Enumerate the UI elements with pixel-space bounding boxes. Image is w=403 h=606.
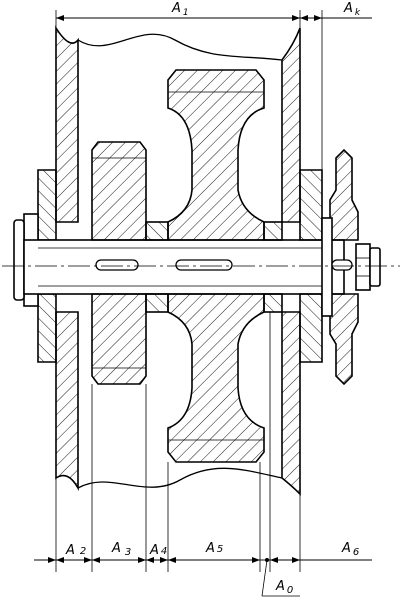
leader-A0 [261, 559, 268, 597]
break-line-top [77, 33, 283, 61]
break-line-bottom [77, 467, 283, 489]
large-gear [167, 69, 265, 463]
right-cover [299, 169, 323, 363]
small-gear [91, 141, 147, 385]
housing-right-wall [281, 27, 301, 496]
extension-lines [55, 10, 323, 572]
right-spacer [263, 221, 283, 313]
shaft-nut [355, 243, 381, 291]
keyways [95, 259, 353, 271]
sprocket [321, 148, 359, 386]
